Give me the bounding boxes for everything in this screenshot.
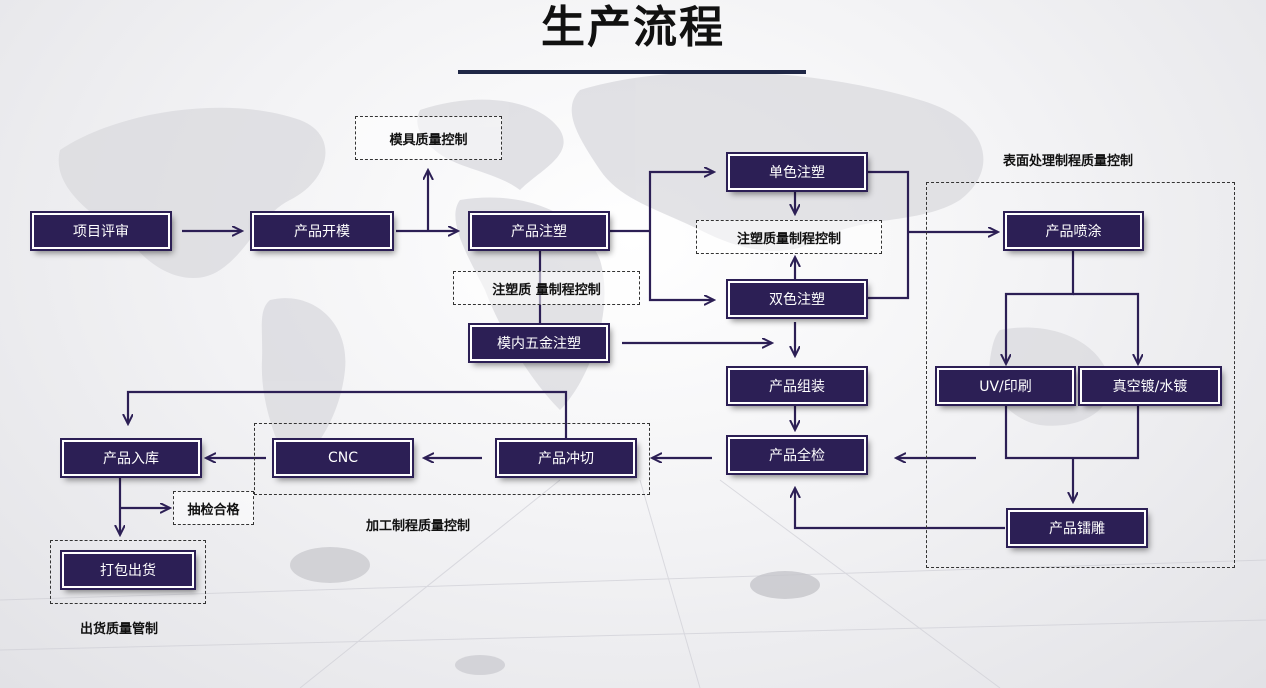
arrow-engraving-to-inspection [795,488,1005,530]
surface-treatment-region [926,182,1235,568]
qc-mold: 模具质量控制 [355,116,502,160]
node-engraving[interactable]: 产品镭雕 [1006,508,1148,548]
label-surface-qc: 表面处理制程质量控制 [1003,154,1134,169]
qc-sampling-pass: 抽检合格 [173,491,254,525]
node-cnc[interactable]: CNC [272,438,414,478]
arrow-to-single-color [648,172,714,231]
node-mold-open[interactable]: 产品开模 [250,211,394,251]
qc-injection-center: 注塑质量制程控制 [696,220,882,254]
page-title: 生产流程 [541,2,725,53]
arrow-to-vacuum [1073,292,1138,364]
title-underline [458,70,806,74]
label-processing-qc: 加工制程质量控制 [366,519,471,534]
node-uv-print[interactable]: UV/印刷 [935,366,1076,406]
node-double-color[interactable]: 双色注塑 [726,279,868,319]
shipping-region [50,540,206,604]
node-project-review[interactable]: 项目评审 [30,211,172,251]
node-warehousing[interactable]: 产品入库 [60,438,202,478]
node-full-inspection[interactable]: 产品全检 [726,435,868,475]
node-assembly[interactable]: 产品组装 [726,366,868,406]
node-insert-molding[interactable]: 模内五金注塑 [468,323,610,363]
line-spray-split [1006,250,1075,364]
node-injection[interactable]: 产品注塑 [468,211,610,251]
label-shipping-qc: 出货质量管制 [80,622,159,637]
node-punch-cut[interactable]: 产品冲切 [495,438,637,478]
node-single-color[interactable]: 单色注塑 [726,152,868,192]
node-vacuum-plating[interactable]: 真空镀/水镀 [1078,366,1222,406]
processing-region [254,423,650,495]
arrow-punch-loop-to-warehouse [128,390,568,438]
node-pack-ship[interactable]: 打包出货 [60,550,196,590]
line-single-to-spray [866,170,910,300]
qc-injection-left: 注塑质 量制程控制 [453,271,640,305]
node-spray[interactable]: 产品喷涂 [1003,211,1144,251]
arrow-to-double-color [648,231,714,300]
